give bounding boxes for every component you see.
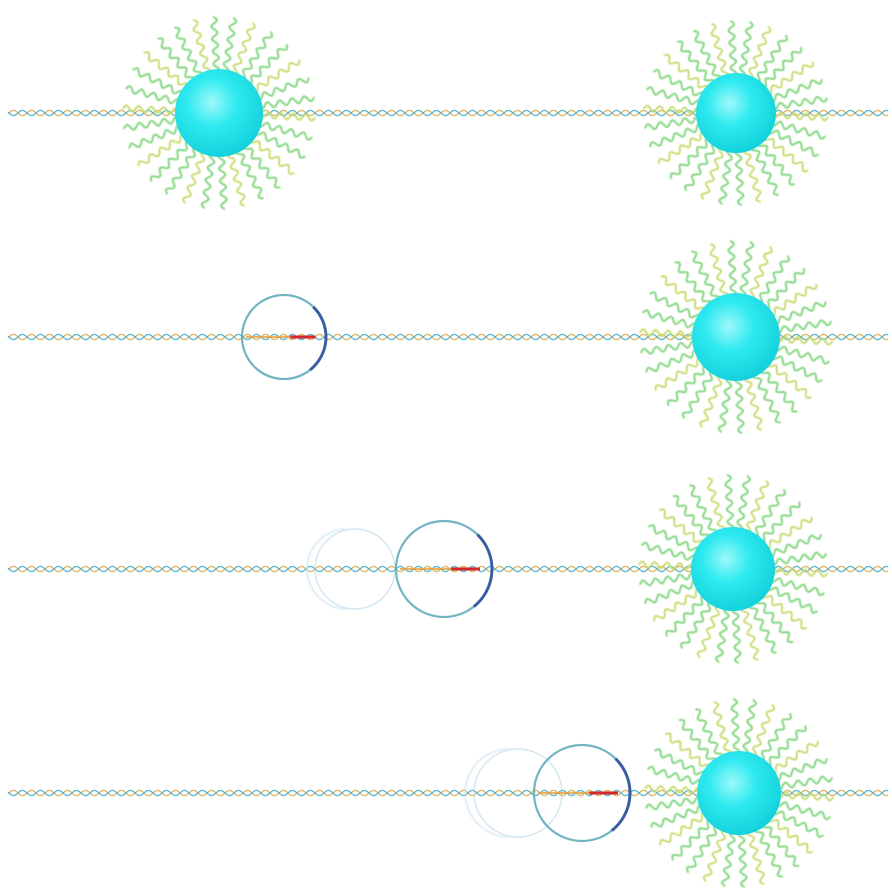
ring-sensor — [242, 295, 326, 379]
ring-sensor — [396, 521, 492, 617]
micelle — [639, 475, 827, 663]
micelle — [123, 17, 315, 209]
micelle-core — [691, 527, 775, 611]
ring-sensor — [534, 745, 630, 841]
micelle-core — [175, 69, 263, 157]
micelle-core — [696, 73, 776, 153]
micelle — [645, 699, 833, 887]
micelle-core — [697, 751, 781, 835]
micelle — [640, 241, 832, 433]
micelle-core — [692, 293, 780, 381]
